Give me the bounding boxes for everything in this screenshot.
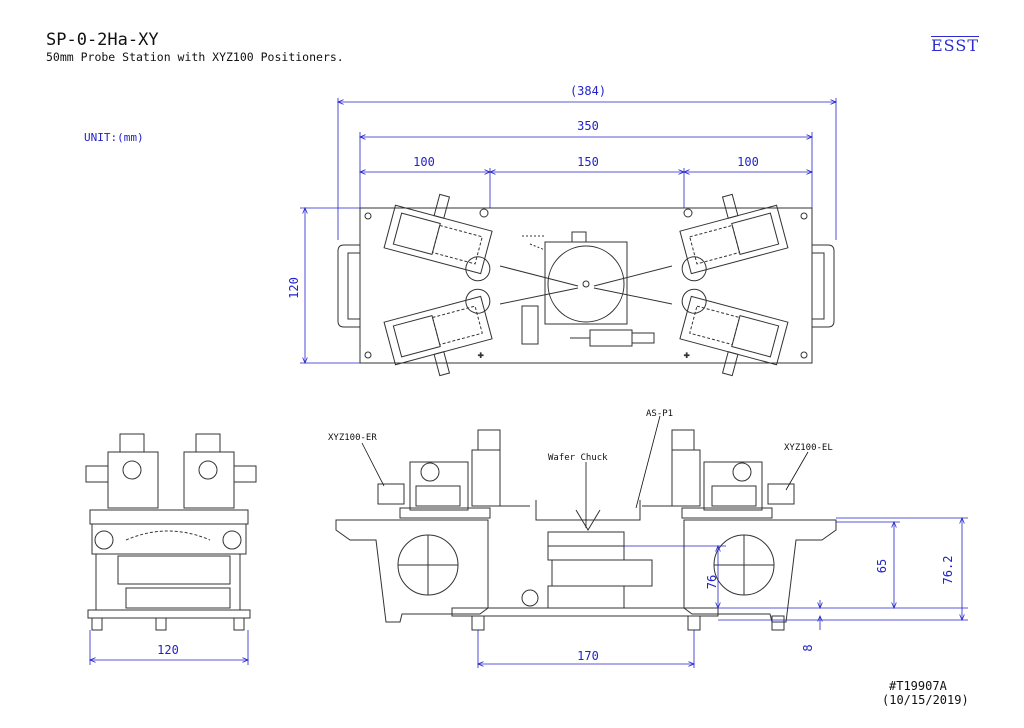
screw [364, 212, 372, 220]
dim-base-span: 170 [577, 649, 599, 663]
positioner-top-right [679, 193, 789, 282]
dim-right: 100 [737, 155, 759, 169]
top-wafer-chuck [547, 245, 625, 323]
screw [800, 212, 808, 220]
positioner-bottom-right [679, 288, 789, 377]
screw [683, 208, 693, 218]
label-xyz100-el: XYZ100-EL [784, 443, 833, 453]
dim-8: 8 [801, 644, 815, 651]
drawing-title: SP-0-2Ha-XY [46, 30, 159, 50]
dim-65: 65 [875, 559, 889, 573]
positioner-bottom-left [383, 288, 493, 377]
front-wafer-chuck [547, 531, 625, 547]
positioner-top-left [383, 193, 493, 282]
screw [364, 351, 372, 359]
unit-label: UNIT:(mm) [84, 131, 144, 144]
top-view-dimensions [300, 98, 836, 363]
drawing-date: (10/15/2019) [882, 693, 969, 707]
dim-base: 350 [577, 119, 599, 133]
label-wafer-chuck: Wafer Chuck [548, 453, 608, 463]
dim-overall: (384) [570, 84, 606, 98]
dim-center: 150 [577, 155, 599, 169]
dim-height: 120 [287, 277, 301, 299]
side-base-plate [89, 509, 249, 525]
dim-left: 100 [413, 155, 435, 169]
top-micrometer [589, 329, 633, 347]
svg-text:+: + [684, 351, 690, 361]
label-xyz100-er: XYZ100-ER [328, 433, 377, 443]
top-base-plate [359, 207, 813, 364]
dim-side-width: 120 [157, 643, 179, 657]
side-view [85, 433, 257, 631]
dim-76-2: 76.2 [941, 556, 955, 585]
top-chuck-stage [544, 241, 628, 325]
dim-chuck-height: 76 [705, 575, 719, 589]
drawing-subtitle: 50mm Probe Station with XYZ100 Positione… [46, 50, 344, 64]
label-as-p1: AS-P1 [646, 409, 673, 419]
drawing-number: #T19907A [889, 679, 947, 693]
esst-logo: ESST [931, 36, 979, 55]
top-handle-right [812, 244, 835, 328]
screw [800, 351, 808, 359]
screw [479, 208, 489, 218]
front-view [335, 429, 837, 631]
svg-text:+: + [478, 351, 484, 361]
top-handle-left [337, 244, 360, 328]
top-view: + + [337, 193, 835, 377]
